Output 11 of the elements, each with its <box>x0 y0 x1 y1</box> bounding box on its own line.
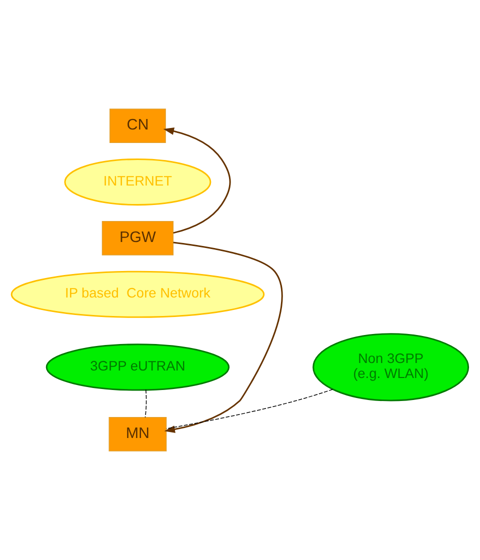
node-box: CN <box>110 108 166 143</box>
node-ellipse: 3GPP eUTRAN <box>46 344 230 391</box>
node-box: PGW <box>102 221 174 256</box>
connector <box>166 389 334 430</box>
node-ellipse: IP based Core Network <box>10 270 265 318</box>
arrow <box>163 128 231 234</box>
connector <box>144 389 147 418</box>
arrow <box>164 242 283 433</box>
node-ellipse: INTERNET <box>64 158 212 206</box>
node-ellipse: Non 3GPP (e.g. WLAN) <box>312 333 470 402</box>
node-box: MN <box>108 417 167 452</box>
